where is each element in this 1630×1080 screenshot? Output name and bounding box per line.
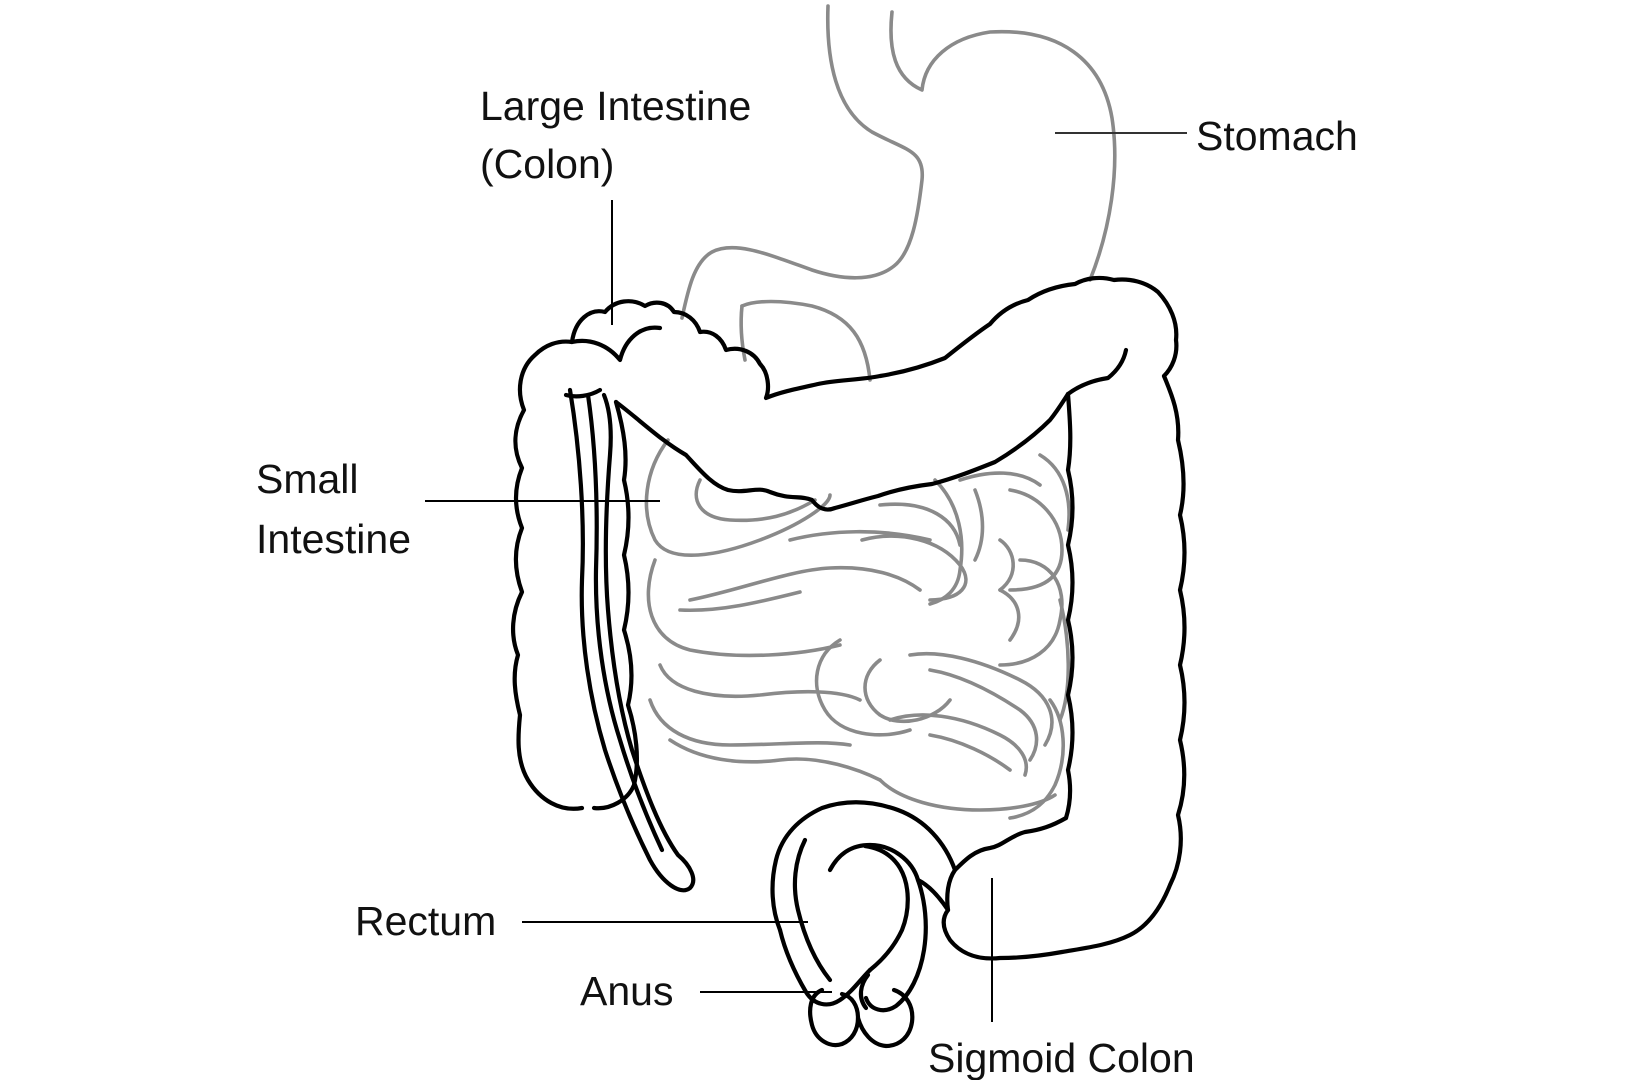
label-stomach: Stomach xyxy=(1196,113,1358,159)
large-intestine-outline xyxy=(510,275,1187,1049)
label-small-intestine-line1: Small xyxy=(256,456,359,502)
stomach-outline xyxy=(680,4,1117,382)
label-small-intestine-line2: Intestine xyxy=(256,516,411,562)
label-rectum: Rectum xyxy=(355,898,496,944)
small-intestine-coils xyxy=(644,438,1071,820)
label-large-intestine-line2: (Colon) xyxy=(480,141,614,187)
leader-lines xyxy=(425,132,1187,1022)
label-sigmoid-colon: Sigmoid Colon xyxy=(928,1035,1195,1080)
label-anus: Anus xyxy=(580,968,673,1014)
label-large-intestine-line1: Large Intestine xyxy=(480,83,751,129)
